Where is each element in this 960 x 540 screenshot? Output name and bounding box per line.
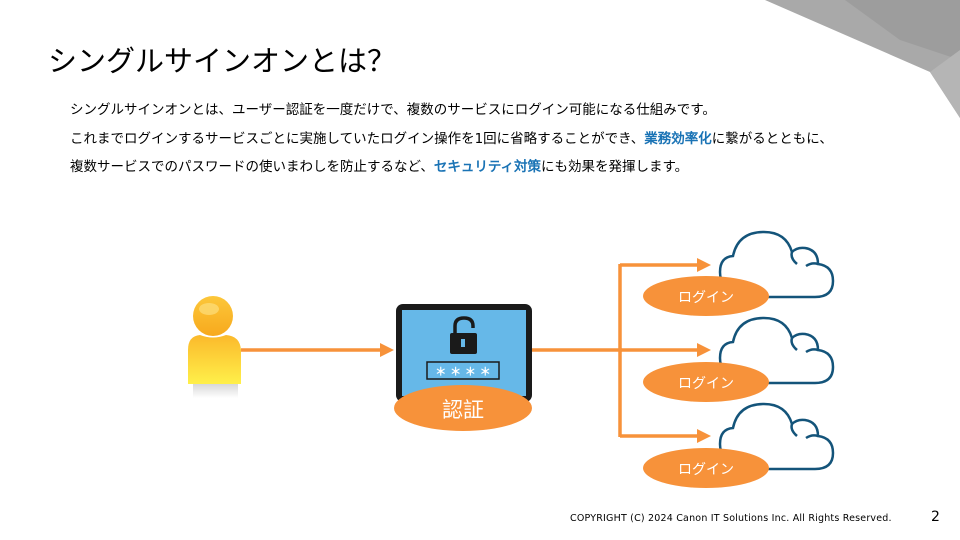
line-3-text-pre: 複数サービスでのパスワードの使いまわしを防止するなど、 (70, 159, 434, 175)
cloud-icon (718, 402, 835, 471)
line-2-text-post: に繋がるとともに、 (711, 130, 833, 147)
cloud-inner-curve (790, 423, 819, 440)
branch-arrows (532, 258, 711, 443)
login-label: ログイン (678, 462, 734, 478)
service-3: ログイン (643, 402, 835, 488)
auth-device: ＊ ＊ ＊ ＊ (396, 304, 532, 402)
login-badge (643, 448, 769, 488)
login-badge (643, 362, 769, 402)
page-title: シングルサインオンとは？ (48, 44, 397, 78)
password-mask: ＊ ＊ ＊ ＊ (435, 365, 491, 378)
unlocked-padlock-icon (450, 316, 477, 354)
line-2-text-pre: これまでログインするサービスごとに実施していたログイン操作を1回に省略することが… (70, 130, 645, 147)
line-3-text-post: にも効果を発揮します。 (541, 159, 689, 175)
auth-label-badge: 認証 (394, 385, 532, 431)
description-line-1: シングルサインオンとは、ユーザー認証を一度だけで、複数のサービスにログイン可能に… (70, 96, 833, 125)
cloud-inner-curve (790, 251, 819, 268)
user-icon (188, 296, 241, 398)
description-line-2: これまでログインするサービスごとに実施していたログイン操作を1回に省略することが… (70, 125, 833, 154)
service-2: ログイン (643, 316, 835, 402)
arrow-user-to-auth (241, 343, 394, 357)
line-1-text: シングルサインオンとは、ユーザー認証を一度だけで、複数のサービスにログイン可能に… (70, 102, 716, 118)
login-badge (643, 276, 769, 316)
highlight-security: セキュリティ対策 (433, 159, 542, 175)
description-line-3: 複数サービスでのパスワードの使いまわしを防止するなど、セキュリティ対策にも効果を… (70, 153, 833, 182)
login-label: ログイン (678, 290, 734, 306)
auth-label: 認証 (442, 398, 484, 422)
cloud-inner-curve (790, 337, 819, 354)
login-label: ログイン (678, 376, 734, 392)
copyright-notice: COPYRIGHT (C) 2024 Canon IT Solutions In… (570, 513, 892, 524)
highlight-efficiency: 業務効率化 (644, 130, 712, 147)
cloud-icon (718, 316, 835, 385)
page-number: 2 (931, 509, 940, 525)
password-field: ＊ ＊ ＊ ＊ (426, 361, 500, 380)
description-paragraph: シングルサインオンとは、ユーザー認証を一度だけで、複数のサービスにログイン可能に… (70, 96, 833, 182)
service-1: ログイン (643, 230, 835, 316)
cloud-icon (718, 230, 835, 299)
